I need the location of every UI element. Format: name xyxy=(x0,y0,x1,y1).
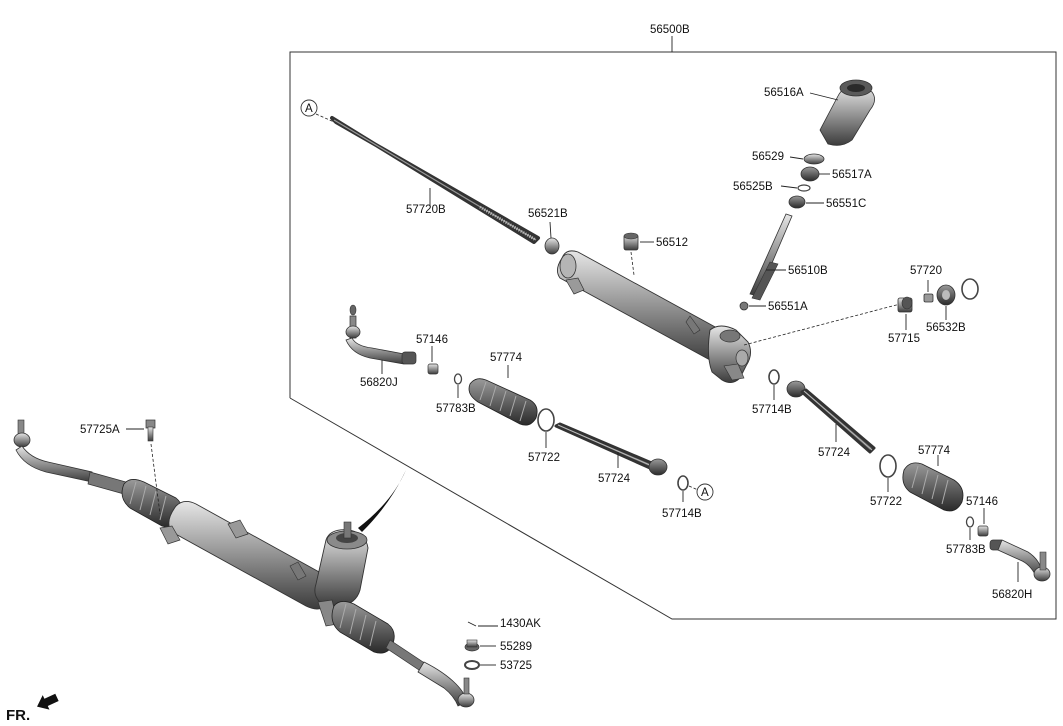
clip-left-57146 xyxy=(427,363,439,375)
ring-57720 xyxy=(961,278,979,300)
seal-56529 xyxy=(803,153,825,165)
clip-right-57146 xyxy=(977,525,989,537)
inner-rod-left xyxy=(554,422,668,476)
label-57774-right: 57774 xyxy=(918,445,951,457)
ring-56525B xyxy=(797,184,811,192)
label-56529: 56529 xyxy=(752,151,784,163)
label-53725: 53725 xyxy=(500,660,532,672)
label-57146-right: 57146 xyxy=(966,496,998,508)
label-56510B: 56510B xyxy=(788,265,828,277)
band-left-57783B xyxy=(453,373,463,385)
ref-marker-top-label: A xyxy=(305,103,313,115)
label-56532B: 56532B xyxy=(926,322,966,334)
label-56512: 56512 xyxy=(656,237,688,249)
inner-rod-right xyxy=(786,380,876,454)
label-57722-right: 57722 xyxy=(870,496,902,508)
label-55289: 55289 xyxy=(500,641,532,653)
label-56551A: 56551A xyxy=(768,301,808,313)
label-57714B-right: 57714B xyxy=(752,404,792,416)
ring-right-57714B xyxy=(768,369,780,385)
label-1430AK: 1430AK xyxy=(500,618,541,630)
label-56517A: 56517A xyxy=(832,169,872,181)
ref-marker-top xyxy=(300,99,318,117)
bellows-left xyxy=(468,378,538,426)
label-56820J: 56820J xyxy=(360,377,398,389)
upper-boot xyxy=(819,79,875,146)
label-57725A: 57725A xyxy=(80,424,120,436)
assembly-frame xyxy=(289,51,1057,620)
label-56521B: 56521B xyxy=(528,208,568,220)
detail-callout-wedge xyxy=(358,470,406,532)
nut-55289 xyxy=(464,639,480,652)
label-57783B-right: 57783B xyxy=(946,544,986,556)
label-56820H: 56820H xyxy=(992,589,1032,601)
assembled-steering-gear xyxy=(13,419,475,708)
gear-housing xyxy=(557,250,751,383)
front-arrow-icon xyxy=(37,693,59,710)
clamp-right-57722 xyxy=(879,454,897,478)
label-57715: 57715 xyxy=(888,333,920,345)
label-57720: 57720 xyxy=(910,265,942,277)
band-right-57783B xyxy=(965,516,975,528)
pinion-shaft xyxy=(749,213,793,301)
tie-rod-end-right xyxy=(989,539,1051,582)
front-label: FR. xyxy=(6,707,30,724)
locknut-56532B xyxy=(936,284,956,306)
yoke-plug-57715 xyxy=(897,296,913,313)
label-56551C: 56551C xyxy=(826,198,866,210)
label-56525B: 56525B xyxy=(733,181,773,193)
washer-53725 xyxy=(464,660,480,670)
tie-rod-end-left xyxy=(345,304,417,365)
label-57724-right: 57724 xyxy=(818,447,851,459)
ref-marker-bottom-label: A xyxy=(701,487,709,499)
bush-56521B xyxy=(544,237,560,255)
label-57783B-left: 57783B xyxy=(436,403,476,415)
ring-left-57714B xyxy=(677,475,689,491)
label-57146-left: 57146 xyxy=(416,334,448,346)
rack-bar xyxy=(330,116,540,244)
yoke-57720 xyxy=(923,293,934,303)
label-57722-left: 57722 xyxy=(528,452,560,464)
bearing-56517A xyxy=(800,166,820,182)
label-57720B: 57720B xyxy=(406,204,446,216)
label-56516A: 56516A xyxy=(764,87,804,99)
plug-56512 xyxy=(623,232,639,251)
bellows-right xyxy=(902,462,964,512)
bolt-57725A xyxy=(145,419,156,442)
ref-marker-bottom xyxy=(696,483,714,501)
label-57774-left: 57774 xyxy=(490,352,523,364)
bearing-56551C xyxy=(788,195,806,209)
nut-1430AK xyxy=(467,621,477,627)
clamp-left-57722 xyxy=(537,408,555,432)
label-57724-left: 57724 xyxy=(598,473,631,485)
label-57714B-left: 57714B xyxy=(662,508,702,520)
seal-56551A xyxy=(739,301,749,311)
assembly-label: 56500B xyxy=(650,24,690,36)
